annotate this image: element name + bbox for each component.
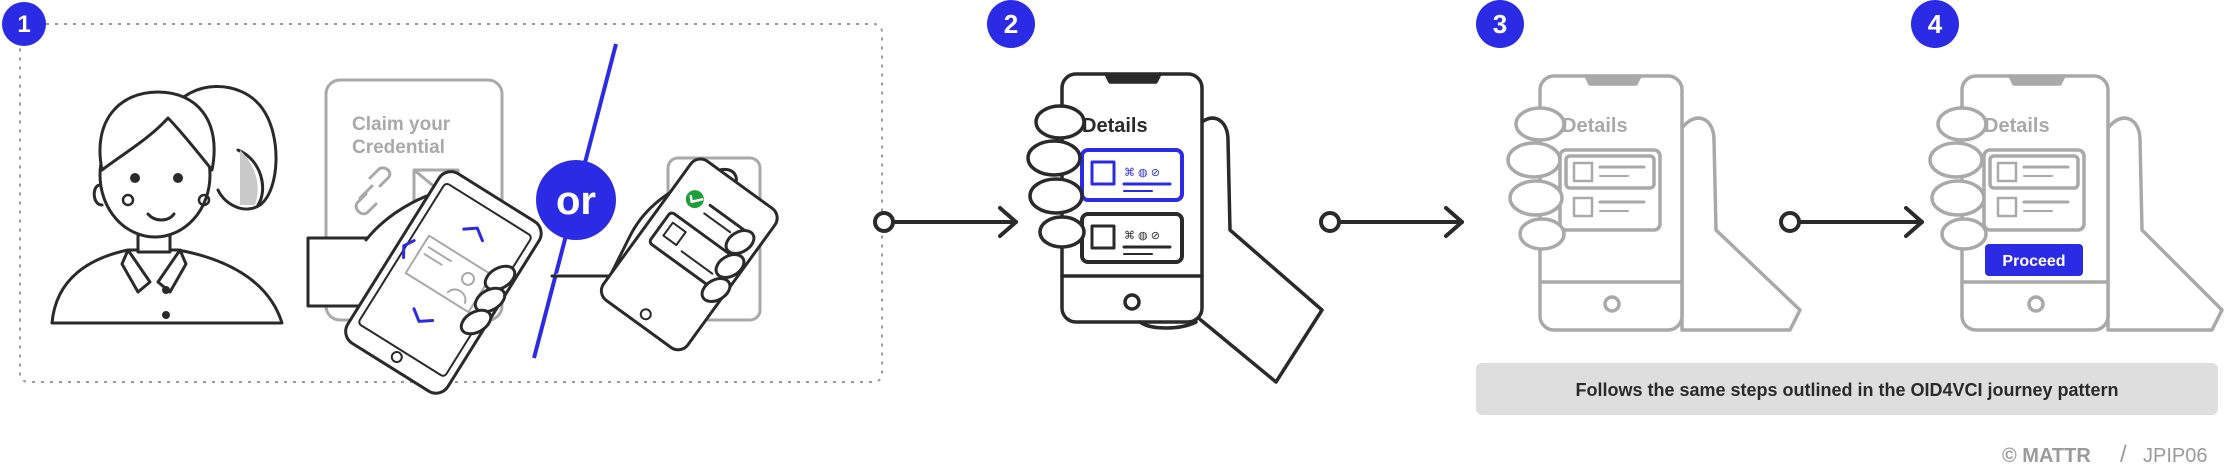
or-label: or	[556, 179, 596, 223]
footer-note-text: Follows the same steps outlined in the O…	[1575, 380, 2118, 400]
step3-hand-phone: Details	[1506, 74, 1802, 332]
brand-code: JPIP06	[2143, 445, 2207, 467]
brand-separator: /	[2120, 441, 2127, 468]
phone3-title: Details	[1562, 115, 1628, 137]
step2-hand-phone: Details ⌘ ◍ ⊘ ⌘ ◍ ⊘	[1026, 72, 1324, 384]
hand-phone-tap	[550, 156, 779, 352]
arrow-step1-to-2	[873, 206, 1018, 238]
or-divider: or	[532, 43, 618, 359]
card-title-line1: Claim your	[352, 114, 451, 135]
brand-mark: © MATTR / JPIP06	[2002, 441, 2207, 468]
step-badge-2: 2	[987, 0, 1035, 48]
step-badge-4: 4	[1911, 0, 1959, 48]
card-title-line2: Credential	[352, 137, 445, 158]
phone2-title: Details	[1082, 115, 1148, 137]
brand-copyright: © MATTR	[2002, 445, 2091, 467]
svg-text:3: 3	[1493, 9, 1507, 39]
footer-note-panel: Follows the same steps outlined in the O…	[1476, 363, 2218, 415]
hand-phone-scan	[306, 170, 543, 395]
phone4-title: Details	[1984, 115, 2050, 137]
step-badge-1: 1	[2, 2, 46, 46]
step-badge-3: 3	[1476, 0, 1524, 48]
step1-dashed-frame	[19, 23, 883, 383]
svg-text:1: 1	[17, 11, 30, 38]
person-illustration	[50, 85, 284, 325]
step4-hand-phone: Details	[1928, 74, 2224, 332]
svg-text:Proceed: Proceed	[2002, 253, 2065, 270]
proceed-button[interactable]: Proceed	[1985, 244, 2083, 276]
svg-text:⌘ ◍ ⊘: ⌘ ◍ ⊘	[1124, 167, 1160, 179]
svg-text:4: 4	[1928, 9, 1943, 39]
svg-text:⌘ ◍ ⊘: ⌘ ◍ ⊘	[1124, 230, 1160, 242]
arrow-step2-to-3	[1319, 206, 1464, 238]
arrow-step3-to-4	[1779, 206, 1924, 238]
svg-text:2: 2	[1004, 9, 1018, 39]
link-icon	[354, 166, 392, 216]
